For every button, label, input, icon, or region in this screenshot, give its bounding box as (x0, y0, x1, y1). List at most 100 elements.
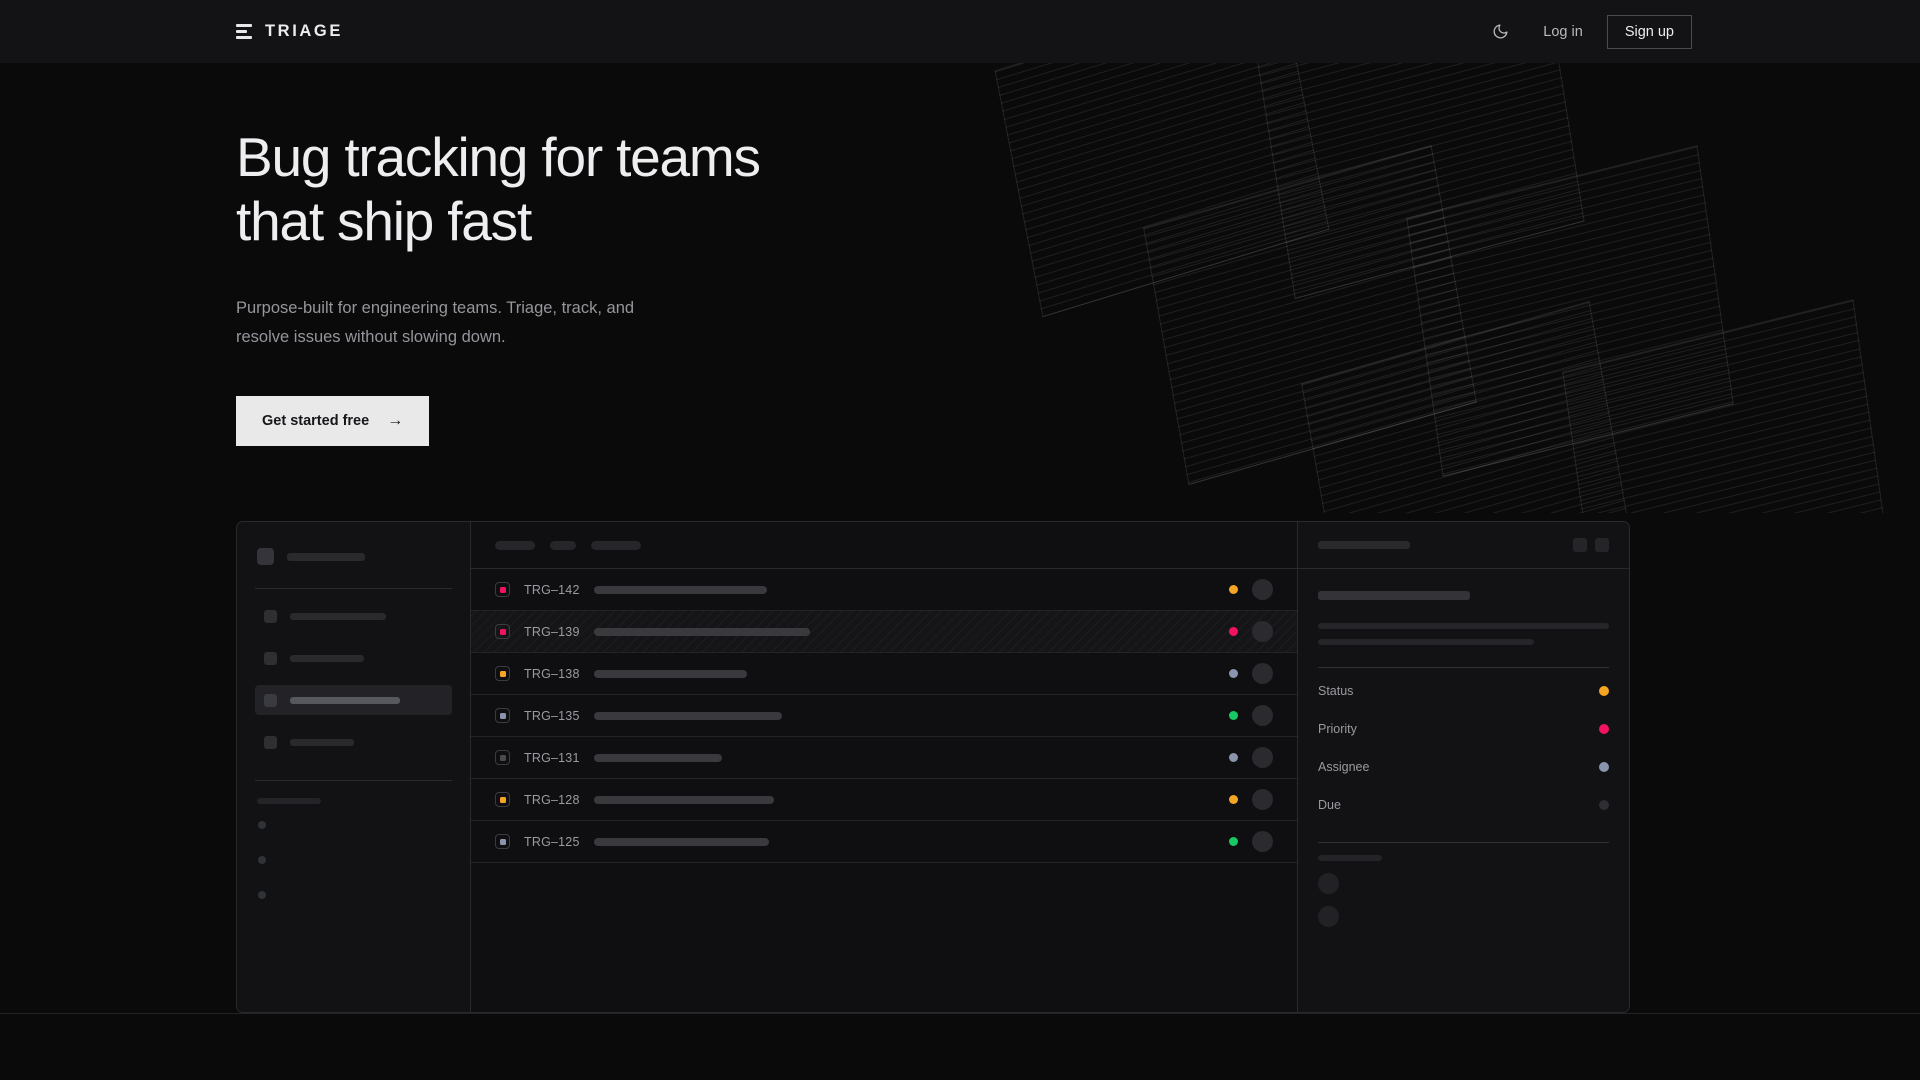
issue-title-skeleton (594, 627, 810, 636)
priority-badge[interactable] (495, 624, 510, 639)
nav-actions: Log in Sign up (1483, 14, 1692, 49)
workspace-avatar (257, 548, 274, 565)
detail-heading-skeleton (1318, 591, 1470, 600)
avatar[interactable] (1252, 705, 1273, 726)
issue-id: TRG–128 (524, 792, 580, 807)
hero-subheading: Purpose-built for engineering teams. Tri… (236, 299, 635, 346)
priority-badge[interactable] (495, 750, 510, 765)
status-badge[interactable] (1229, 585, 1238, 594)
sidebar-item-label-skeleton (290, 696, 400, 704)
top-navbar: TRIAGE Log in Sign up (0, 0, 1920, 63)
issue-title-skeleton (594, 585, 767, 594)
meta-row-priority[interactable]: Priority (1318, 713, 1609, 744)
filter-chip[interactable] (591, 540, 641, 550)
issue-title-skeleton (594, 753, 722, 762)
priority-swatch (499, 628, 506, 635)
issue-id: TRG–138 (524, 666, 580, 681)
status-badge[interactable] (1229, 711, 1238, 720)
signup-button[interactable]: Sign up (1606, 14, 1692, 49)
table-row[interactable]: TRG–135 (471, 695, 1297, 737)
sidebar-item-3[interactable] (255, 685, 452, 715)
table-row[interactable]: TRG–131 (471, 737, 1297, 779)
avatar[interactable] (1252, 621, 1273, 642)
avatar[interactable] (1252, 579, 1273, 600)
meta-label: Assignee (1318, 759, 1370, 774)
row-meta (1229, 663, 1273, 684)
detail-skeletons (1318, 591, 1609, 645)
priority-swatch (499, 796, 506, 803)
page-title: Bug tracking for teams that ship fast (236, 126, 761, 252)
status-badge[interactable] (1229, 795, 1238, 804)
detail-action-button[interactable] (1573, 538, 1587, 552)
activity-avatars (1318, 873, 1609, 927)
filter-chip[interactable] (495, 540, 535, 550)
brand-logo[interactable]: TRIAGE (236, 22, 343, 41)
table-row[interactable]: TRG–139 (471, 611, 1297, 653)
table-row[interactable]: TRG–142 (471, 569, 1297, 611)
avatar[interactable] (1318, 873, 1339, 894)
status-badge[interactable] (1229, 753, 1238, 762)
stacked-bars-icon (236, 24, 252, 39)
priority-badge[interactable] (495, 666, 510, 681)
sidebar-item-2[interactable] (255, 643, 452, 673)
activity-label-skeleton (1318, 855, 1382, 861)
detail-text-skeleton (1318, 639, 1534, 645)
row-meta (1229, 831, 1273, 852)
row-meta (1229, 747, 1273, 768)
sidebar-mini-item[interactable] (255, 846, 452, 874)
sidebar-item-icon (264, 693, 277, 707)
detail-activity (1318, 855, 1609, 927)
filter-chip[interactable] (550, 540, 576, 550)
meta-row-status[interactable]: Status (1318, 675, 1609, 706)
priority-swatch (499, 586, 506, 593)
table-row[interactable]: TRG–128 (471, 779, 1297, 821)
list-toolbar (471, 522, 1297, 569)
workspace-switcher[interactable] (255, 522, 452, 565)
status-badge[interactable] (1229, 837, 1238, 846)
detail-header-buttons (1573, 538, 1609, 552)
sidebar-item-1[interactable] (255, 601, 452, 631)
issue-id: TRG–135 (524, 708, 580, 723)
moon-icon[interactable] (1483, 15, 1517, 49)
avatar[interactable] (1252, 747, 1273, 768)
issue-title-skeleton (594, 711, 782, 720)
row-meta (1229, 789, 1273, 810)
meta-row-due[interactable]: Due (1318, 789, 1609, 820)
priority-badge[interactable] (495, 792, 510, 807)
avatar[interactable] (1252, 663, 1273, 684)
meta-row-assignee[interactable]: Assignee (1318, 751, 1609, 782)
detail-text-skeleton (1318, 623, 1609, 629)
sidebar-item-icon (264, 735, 277, 749)
status-badge[interactable] (1229, 669, 1238, 678)
avatar[interactable] (1318, 906, 1339, 927)
issue-id: TRG–139 (524, 624, 580, 639)
cta-label: Get started free (262, 413, 370, 429)
issue-id: TRG–125 (524, 834, 580, 849)
sidebar-divider-2 (255, 780, 452, 781)
workspace-name-skeleton (287, 552, 365, 561)
table-row[interactable]: TRG–138 (471, 653, 1297, 695)
detail-action-button[interactable] (1595, 538, 1609, 552)
footer-divider (0, 1013, 1920, 1014)
sidebar-item-label-skeleton (290, 654, 364, 662)
table-row[interactable]: TRG–125 (471, 821, 1297, 863)
meta-value-dot (1599, 799, 1609, 810)
sidebar-item-4[interactable] (255, 727, 452, 757)
priority-badge[interactable] (495, 834, 510, 849)
get-started-button[interactable]: Get started free → (236, 396, 430, 446)
priority-badge[interactable] (495, 582, 510, 597)
issue-title-skeleton (594, 669, 747, 678)
row-meta (1229, 579, 1273, 600)
sidebar-mini-item[interactable] (255, 811, 452, 839)
avatar[interactable] (1252, 789, 1273, 810)
issue-id: TRG–142 (524, 582, 580, 597)
mini-item-dot-icon (258, 821, 266, 829)
login-link[interactable]: Log in (1543, 23, 1583, 40)
sidebar-mini-item[interactable] (255, 881, 452, 909)
arrow-right-icon: → (387, 412, 404, 429)
status-badge[interactable] (1229, 627, 1238, 636)
avatar[interactable] (1252, 831, 1273, 852)
priority-badge[interactable] (495, 708, 510, 723)
